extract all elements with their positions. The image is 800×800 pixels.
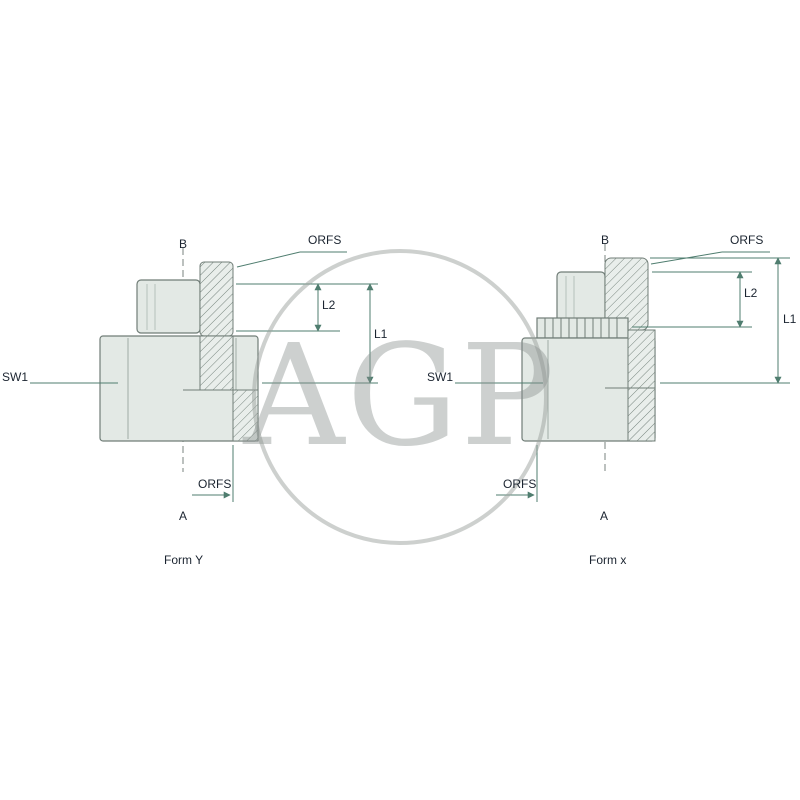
right-axis-label-b: B: [601, 233, 610, 247]
right-a-label: A: [600, 509, 609, 523]
left-section-corner: [232, 389, 259, 442]
left-orfs-bottom-label: ORFS: [198, 477, 232, 491]
left-l1-label: L1: [374, 327, 388, 341]
right-caption-form-x: Form x: [589, 553, 627, 567]
left-a-label: A: [179, 509, 188, 523]
left-thread-section: [199, 261, 234, 337]
left-fitting-drawing: [99, 248, 259, 472]
right-orfs-bottom-label: ORFS: [503, 477, 537, 491]
right-knurl-band: [536, 317, 629, 339]
right-port-body: [556, 271, 606, 325]
left-axis-label-b: B: [179, 237, 188, 251]
left-l2-label: L2: [322, 298, 336, 312]
left-sw1-label: SW1: [2, 370, 29, 384]
right-orfs-top-label: ORFS: [730, 233, 764, 247]
left-port-body: [136, 279, 201, 334]
right-l1-label: L1: [783, 312, 797, 326]
left-orfs-top-label: ORFS: [308, 233, 342, 247]
right-fitting-drawing: [521, 244, 656, 472]
right-section-wall: [627, 329, 656, 389]
right-l2-label: L2: [744, 286, 758, 300]
right-dimension-lines: [455, 251, 790, 502]
right-sw1-label: SW1: [427, 370, 454, 384]
left-caption-form-y: Form Y: [164, 553, 204, 567]
right-section-corner: [627, 387, 656, 442]
left-dimension-lines: [30, 251, 378, 502]
left-section-wall: [199, 335, 234, 391]
